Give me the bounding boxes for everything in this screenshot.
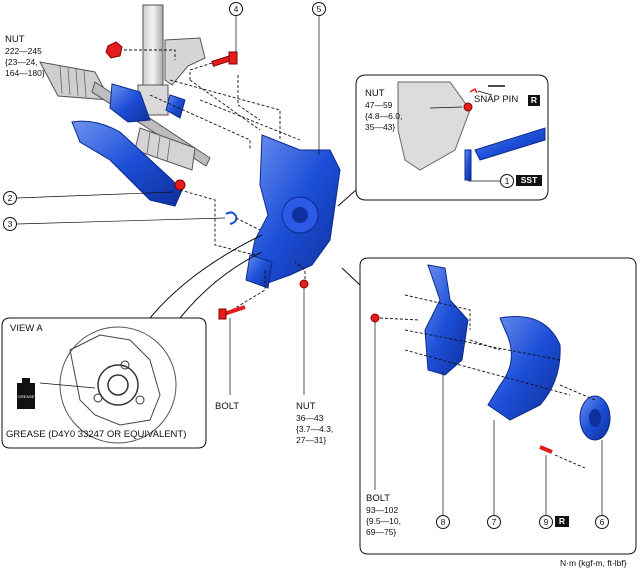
callout-8: 8 <box>436 515 450 529</box>
view-a-panel <box>1 234 263 449</box>
nut-inset-title: NUT <box>365 88 385 99</box>
nut-top-left-line2: {23—24, <box>5 57 38 67</box>
callout-9: 9 <box>539 515 553 529</box>
bolt-exploded-line1: 93—102 <box>366 505 399 515</box>
strut-mount-bracket <box>164 37 206 86</box>
callout-5: 5 <box>312 2 326 16</box>
nut-lower-line3: 27—31} <box>296 435 327 445</box>
bolt-exploded-line2: {9.5—10, <box>366 516 401 526</box>
inset-tie-rod-panel <box>337 74 549 207</box>
nut-lower-line1: 36—43 <box>296 413 324 423</box>
r-mark-snap-pin: R <box>528 95 540 106</box>
callout-7: 7 <box>487 515 501 529</box>
view-a-label: VIEW A <box>10 323 43 334</box>
bolt-exploded-title: BOLT <box>366 493 391 504</box>
bolt-9-fastener <box>539 445 553 454</box>
grease-can-label: GREASE <box>18 394 35 399</box>
callout-2: 2 <box>3 191 17 205</box>
callout-4: 4 <box>229 2 243 16</box>
nut-inset-line2: {4.8—6.0, <box>365 111 403 121</box>
units-note: N·m {kgf-m, ft-lbf} <box>560 558 627 568</box>
lower-arm <box>71 83 186 207</box>
nut-top-left-line1: 222—245 <box>5 46 42 56</box>
strut-shock-absorber <box>137 4 169 116</box>
nut-lower-line2: {3.7—4.3, <box>296 424 334 434</box>
nut-top-left-fastener <box>105 41 123 59</box>
nut-top-left-line3: 164—180} <box>5 68 45 78</box>
callout-3: 3 <box>3 217 17 231</box>
snap-pin-label: SNAP PIN <box>474 94 519 105</box>
bolt-exploded-line3: 69—75} <box>366 527 397 537</box>
bolt-lower-label: BOLT <box>215 401 240 412</box>
callout-leaders <box>16 16 320 225</box>
sst-mark: SST <box>516 175 542 186</box>
nut-lower-fastener <box>299 279 309 289</box>
steering-knuckle-assembly <box>245 134 341 289</box>
knuckle-8 <box>424 264 469 376</box>
nut-inset-line1: 47—59 <box>365 100 393 110</box>
dust-shield-7 <box>487 316 561 421</box>
nut-lower-title: NUT <box>296 401 316 412</box>
assembly-guide-lines <box>124 49 306 311</box>
nut-inset-line3: 35—43} <box>365 122 396 132</box>
r-mark-bolt-9: R <box>555 516 569 527</box>
callout-6: 6 <box>595 515 609 529</box>
hub-bearing-6 <box>579 395 611 441</box>
nut-top-left-title: NUT <box>5 34 25 45</box>
snap-ring-3 <box>225 211 238 225</box>
exploded-leader-lines <box>374 322 603 515</box>
grease-can-icon: GREASE <box>17 378 35 409</box>
exploded-guide-lines <box>379 294 596 469</box>
bolt-exploded-fastener <box>370 313 380 323</box>
grease-note: GREASE (D4Y0 33247 OR EQUIVALENT) <box>6 429 187 440</box>
bolt-4-fastener <box>211 51 238 67</box>
callout-1: 1 <box>500 174 514 188</box>
ball-joint-2 <box>174 179 186 191</box>
bolt-lower-fastener <box>218 305 246 320</box>
